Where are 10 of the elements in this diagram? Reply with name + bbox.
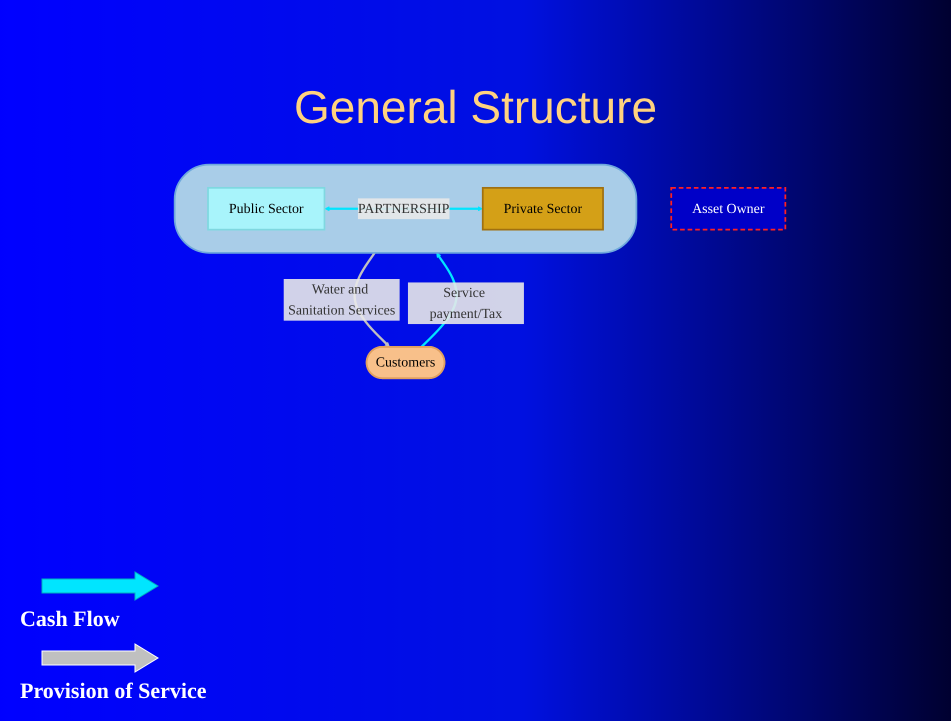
cluster xyxy=(174,164,638,254)
node-box: Public Sector xyxy=(207,186,326,230)
edge-label: Service payment/Tax xyxy=(430,285,502,322)
edge-label: PARTNERSHIP xyxy=(358,201,450,216)
diagram-title: General Structure xyxy=(294,80,658,134)
legend-label: Provision of Service xyxy=(20,678,207,704)
edge-label: Water and Sanitation Services xyxy=(288,282,396,318)
legend-label: Cash Flow xyxy=(20,606,120,632)
node-box: Asset Owner xyxy=(670,186,786,230)
node-box: Private Sector xyxy=(482,186,604,230)
